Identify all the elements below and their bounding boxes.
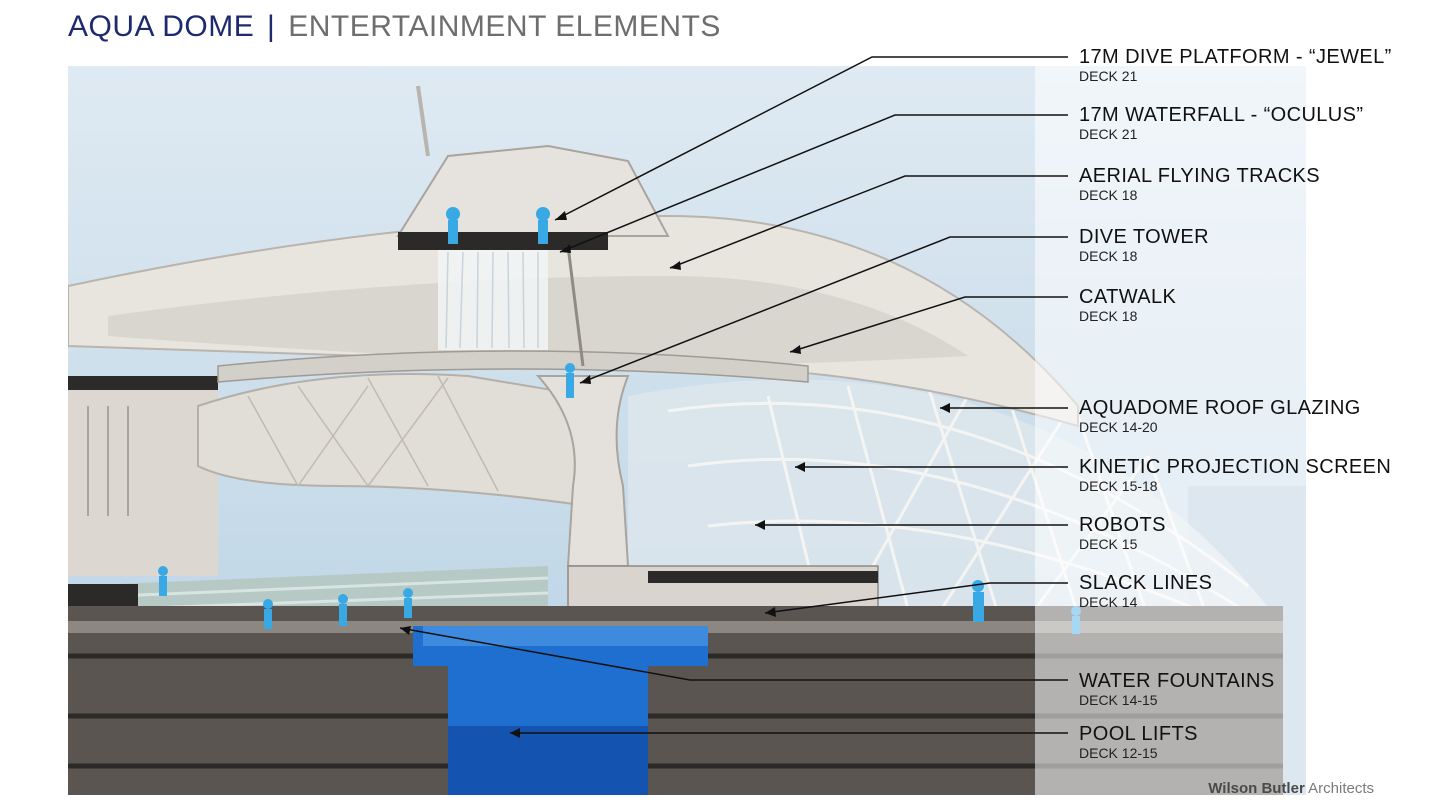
- left-building: [68, 376, 218, 576]
- pool-lift-pit: [448, 726, 648, 795]
- callout-deck: DECK 18: [1079, 187, 1138, 203]
- title-subtitle: ENTERTAINMENT ELEMENTS: [288, 10, 721, 43]
- callout-deck: DECK 18: [1079, 248, 1138, 264]
- callout-name: WATER FOUNTAINS: [1079, 670, 1275, 692]
- callout-roof-glazing: AQUADOME ROOF GLAZING DECK 14-20: [1079, 397, 1361, 436]
- jewel-platform: [398, 232, 608, 250]
- center-deck-roof: [648, 571, 878, 583]
- callout-pool-lifts: POOL LIFTS DECK 12-15: [1079, 723, 1198, 762]
- page-title: AQUA DOME | ENTERTAINMENT ELEMENTS: [68, 10, 721, 44]
- waterfall-streams: [445, 251, 539, 349]
- callout-name: CATWALK: [1079, 286, 1177, 308]
- mast: [416, 85, 430, 157]
- architect-credit: Wilson Butler Architects: [1208, 780, 1374, 797]
- callout-deck: DECK 21: [1079, 126, 1138, 142]
- callout-slack-lines: SLACK LINES DECK 14: [1079, 572, 1212, 611]
- title-separator: |: [267, 10, 276, 43]
- callout-name: SLACK LINES: [1079, 572, 1213, 594]
- callout-dive-tower: DIVE TOWER DECK 18: [1079, 226, 1209, 265]
- left-building-panels: [87, 406, 129, 516]
- callout-deck: DECK 15-18: [1079, 478, 1158, 494]
- credit-suffix: Architects: [1308, 780, 1374, 797]
- callout-name: POOL LIFTS: [1079, 723, 1198, 745]
- callout-panel: [1035, 66, 1306, 795]
- callout-name: KINETIC PROJECTION SCREEN: [1079, 456, 1392, 478]
- left-building-deck: [68, 376, 218, 390]
- title-main: AQUA DOME: [68, 10, 255, 43]
- callout-deck: DECK 18: [1079, 308, 1138, 324]
- callout-name: AERIAL FLYING TRACKS: [1079, 165, 1321, 187]
- callout-name: ROBOTS: [1079, 514, 1166, 536]
- callout-robots: ROBOTS DECK 15: [1079, 514, 1166, 553]
- callout-deck: DECK 14: [1079, 594, 1138, 610]
- jewel-structure: [396, 144, 670, 237]
- callout-deck: DECK 21: [1079, 68, 1138, 84]
- callout-catwalk: CATWALK DECK 18: [1079, 286, 1176, 325]
- callout-projection-screen: KINETIC PROJECTION SCREEN DECK 15-18: [1079, 456, 1391, 495]
- callout-dive-platform: 17M DIVE PLATFORM - “JEWEL” DECK 21: [1079, 46, 1392, 85]
- callout-water-fountains: WATER FOUNTAINS DECK 14-15: [1079, 670, 1275, 709]
- kinetic-screen-facets: [247, 375, 499, 492]
- callout-waterfall: 17M WATERFALL - “OCULUS” DECK 21: [1079, 104, 1363, 143]
- pool-surface: [423, 626, 708, 646]
- callout-name: 17M WATERFALL - “OCULUS”: [1079, 104, 1364, 126]
- hull-top-edge: [68, 584, 138, 606]
- callout-name: DIVE TOWER: [1079, 226, 1209, 248]
- callout-name: AQUADOME ROOF GLAZING: [1079, 397, 1361, 419]
- callout-deck: DECK 14-15: [1079, 692, 1158, 708]
- callout-deck: DECK 15: [1079, 536, 1138, 552]
- callout-name: 17M DIVE PLATFORM - “JEWEL”: [1079, 46, 1392, 68]
- callout-deck: DECK 12-15: [1079, 745, 1158, 761]
- credit-brand: Wilson Butler: [1208, 780, 1305, 797]
- callout-deck: DECK 14-20: [1079, 419, 1158, 435]
- callout-flying-tracks: AERIAL FLYING TRACKS DECK 18: [1079, 165, 1320, 204]
- kinetic-screen: [197, 373, 589, 508]
